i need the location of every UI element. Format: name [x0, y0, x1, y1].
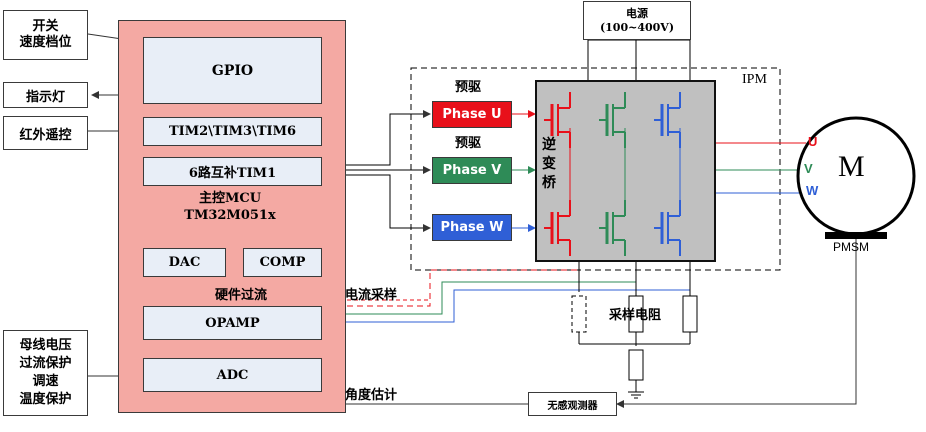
overcurrent-label: 过流保护	[19, 356, 72, 371]
switch-speed-box: 开关 速度档位	[3, 10, 88, 60]
sampling-resistor-v	[628, 295, 644, 333]
dac-block: DAC	[143, 248, 226, 277]
phase-v-block: Phase V	[432, 157, 512, 184]
current-sampling-label: 电流采样	[345, 288, 398, 303]
phase-w-block: Phase W	[432, 214, 512, 241]
power-label: 电源	[626, 6, 648, 20]
comp-block: COMP	[243, 248, 322, 277]
gpio-block: GPIO	[143, 37, 322, 104]
observer-label: 无感观测器	[547, 400, 598, 412]
transistor-w-low	[654, 200, 681, 256]
switch-label: 开关	[32, 19, 59, 34]
transistor-v-high	[599, 92, 626, 148]
tim236-block: TIM2\TIM3\TIM6	[143, 117, 322, 146]
ir-remote-box: 红外遥控	[3, 116, 88, 150]
hw-overcurrent-label: 硬件过流	[215, 288, 268, 303]
observer-box: 无感观测器	[528, 392, 617, 416]
speed-gear-label: 速度档位	[19, 35, 72, 50]
ipm-boundary	[410, 67, 781, 271]
power-supply-box: 电源 (100~400V)	[583, 1, 691, 40]
sampling-resistor-label: 采样电阻	[609, 308, 662, 323]
tim1-block: 6路互补TIM1	[143, 157, 322, 186]
ipm-label: IPM	[742, 72, 767, 87]
phase-u-label: Phase U	[442, 107, 502, 122]
transistor-u-low	[544, 200, 571, 256]
motor-model-label: PMSM	[833, 240, 869, 254]
angle-estimation-label: 角度估计	[345, 388, 398, 403]
transistor-v-low	[599, 200, 626, 256]
adc-label: ADC	[216, 367, 249, 383]
inverter-label-1: 逆	[542, 137, 556, 153]
dac-label: DAC	[168, 255, 201, 270]
ir-remote-label: 红外遥控	[19, 127, 72, 143]
temp-protect-label: 温度保护	[19, 392, 72, 407]
tim1-label: 6路互补TIM1	[188, 166, 277, 181]
motor-base	[825, 232, 887, 239]
mcu-title-line1: 主控MCU	[198, 191, 262, 206]
gpio-label: GPIO	[211, 62, 254, 79]
phase-w-label: Phase W	[440, 220, 504, 235]
phase-u-block: Phase U	[432, 101, 512, 128]
bus-protect-box: 母线电压 过流保护 调速 温度保护	[3, 330, 88, 416]
phase-v-label: Phase V	[442, 163, 502, 178]
motor-w-label: W	[806, 183, 819, 198]
comp-label: COMP	[259, 255, 306, 270]
adc-block: ADC	[143, 358, 322, 392]
opamp-label: OPAMP	[205, 315, 260, 331]
opamp-block: OPAMP	[143, 306, 322, 340]
inverter-label: 逆 变 桥	[542, 136, 556, 193]
mcu-title: 主控MCU TM32M051x	[170, 190, 290, 224]
bus-voltage-label: 母线电压	[19, 338, 72, 353]
predrive-label-u: 预驱	[455, 80, 482, 95]
motor-symbol: M	[838, 150, 865, 183]
inverter-label-3: 桥	[542, 175, 556, 191]
inverter-label-2: 变	[542, 156, 556, 172]
transistor-w-high	[654, 92, 681, 148]
indicator-box: 指示灯	[3, 82, 88, 108]
motor-v-label: V	[804, 161, 813, 176]
tim236-label: TIM2\TIM3\TIM6	[168, 124, 297, 139]
indicator-label: 指示灯	[25, 89, 65, 105]
mcu-title-line2: TM32M051x	[184, 208, 276, 223]
power-voltage-label: (100~400V)	[599, 20, 675, 34]
motor-u-label: U	[808, 134, 818, 149]
predrive-label-v: 预驱	[455, 136, 482, 151]
speed-control-label: 调速	[32, 374, 59, 389]
